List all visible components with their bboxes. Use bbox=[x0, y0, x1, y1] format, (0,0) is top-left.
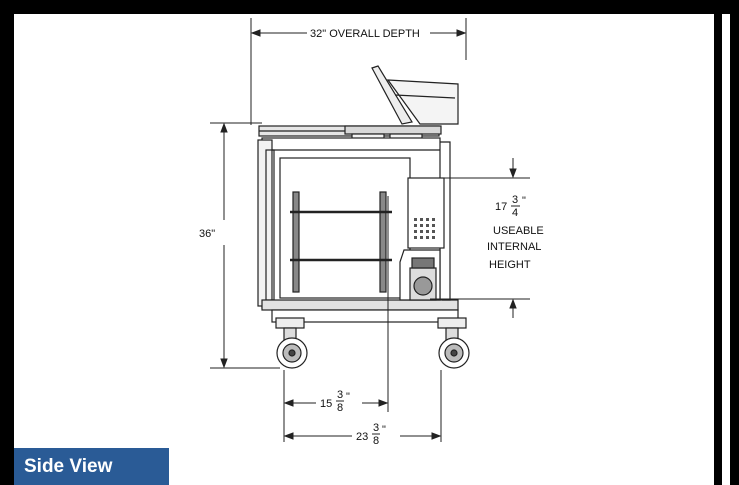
overall-depth-dimension bbox=[250, 18, 467, 125]
right-margin bbox=[722, 14, 730, 485]
dim-a-denominator: 8 bbox=[337, 402, 343, 414]
overall-depth-label: 32" OVERALL DEPTH bbox=[310, 28, 420, 40]
height-label: 36" bbox=[199, 228, 215, 240]
dim-b-whole: 23 bbox=[356, 431, 368, 443]
useable-line2: INTERNAL bbox=[487, 241, 541, 253]
useable-height-dimension bbox=[430, 158, 530, 318]
dim-15-3-8 bbox=[283, 196, 389, 412]
useable-line1: USEABLE bbox=[493, 225, 544, 237]
dim-b-denominator: 8 bbox=[373, 435, 379, 447]
useable-inch-mark: " bbox=[522, 195, 526, 207]
useable-line3: HEIGHT bbox=[489, 259, 531, 271]
useable-height-whole: 17 bbox=[495, 201, 507, 213]
dim-23-3-8 bbox=[283, 370, 442, 442]
side-view-label: Side View bbox=[14, 448, 169, 485]
dim-b-numerator: 3 bbox=[373, 422, 379, 434]
dim-b-inch-mark: " bbox=[382, 424, 386, 436]
casters bbox=[275, 317, 470, 369]
dim-a-whole: 15 bbox=[320, 398, 332, 410]
cabinet bbox=[257, 65, 459, 323]
height-dimension bbox=[210, 122, 280, 369]
dim-a-numerator: 3 bbox=[337, 389, 343, 401]
dim-a-inch-mark: " bbox=[346, 391, 350, 403]
useable-height-numerator: 3 bbox=[512, 194, 518, 206]
useable-height-denominator: 4 bbox=[512, 207, 518, 219]
